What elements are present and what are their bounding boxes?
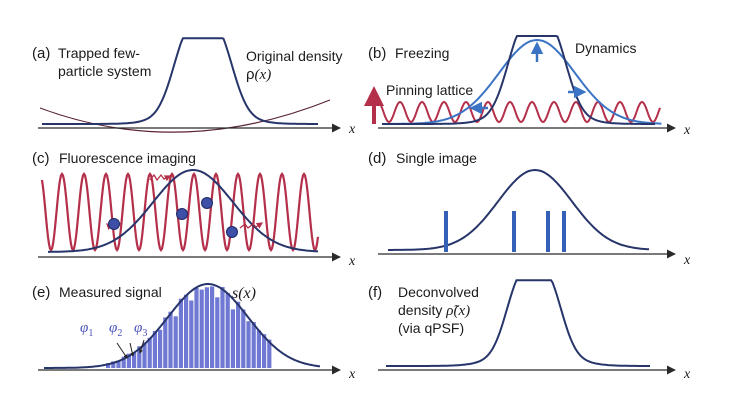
panel-e-histogram-bar — [126, 353, 131, 368]
panel-b: (b) Freezing Dynamics Pinning lattice x — [364, 35, 691, 138]
panel-e-histogram-bar — [194, 288, 199, 368]
panel-c: (c) Fluorescence imaging x — [32, 150, 356, 269]
panel-c-imaging-lattice — [40, 172, 320, 252]
panel-e-histogram-bar — [137, 346, 142, 368]
panel-a-label-line1: Trapped few- — [58, 45, 140, 61]
panel-e-phi-1: φ1 — [80, 320, 93, 339]
panel-a-density-symbol: ρ — [246, 66, 255, 83]
panel-d-label: Single image — [396, 150, 477, 166]
panel-e-histogram-bar — [173, 316, 178, 368]
panel-a-axis-label: x — [348, 122, 356, 137]
panel-c-axis-label: x — [348, 254, 356, 269]
panel-e-histogram-bar — [142, 342, 147, 368]
panel-b-pinning-lattice — [379, 100, 661, 124]
panel-e-phi-3-arrow — [139, 339, 145, 354]
panel-e-histogram-bar — [199, 289, 204, 368]
panel-e-tag: (e) — [32, 284, 50, 301]
panel-e-histogram-bar — [210, 286, 215, 368]
panel-e-histogram-bar — [236, 301, 241, 368]
panel-a-density-formula: ρ(x) — [246, 66, 271, 83]
panel-b-label: Freezing — [395, 45, 449, 61]
panel-e: (e) Measured signal s(x) φ1 φ2 φ3 x — [32, 283, 356, 382]
panel-e-histogram-bar — [121, 356, 126, 368]
panel-e-histogram-bar — [256, 330, 261, 368]
panel-d-detection-marker-2 — [512, 211, 516, 252]
panel-f-axis-label: x — [683, 367, 691, 382]
panel-c-density-curve — [48, 169, 319, 253]
panel-e-signal-curve — [44, 283, 321, 369]
panel-e-histogram-bar — [225, 292, 230, 368]
panel-e-histogram-bar — [106, 363, 111, 368]
panel-e-phi-2-arrow — [129, 342, 135, 357]
panel-b-dynamics-curve — [384, 38, 662, 125]
panel-e-histogram-bar — [204, 287, 209, 368]
panel-e-histogram-bar — [116, 360, 121, 368]
panel-e-histogram-bar — [262, 334, 267, 368]
panel-f-label-line2: density ρ̃(x) — [398, 302, 470, 319]
panel-e-axis-label: x — [348, 367, 356, 382]
panel-c-atom-2 — [176, 208, 188, 220]
panel-d-axis-label: x — [683, 253, 691, 268]
panel-c-atom-4 — [226, 226, 238, 238]
panel-f-density-curve — [386, 279, 650, 367]
panel-d-detection-marker-4 — [562, 211, 566, 252]
panel-e-histogram-bar — [267, 339, 272, 368]
panel-e-histogram-bar — [111, 361, 116, 368]
panel-e-histogram-bar — [132, 352, 137, 368]
panel-e-signal-symbol: s(x) — [232, 285, 256, 302]
panel-d-detection-marker-3 — [546, 211, 550, 252]
panel-f: (f) Deconvolved density ρ̃(x) (via qPSF)… — [368, 279, 691, 382]
panel-f-label-line1: Deconvolved — [398, 284, 479, 300]
panel-e-label: Measured signal — [59, 284, 162, 300]
panel-e-histogram-bar — [147, 337, 152, 368]
panel-c-atom-1 — [108, 218, 120, 230]
panel-e-histogram-bar — [220, 287, 225, 368]
panel-e-phi-1-arrow — [116, 342, 128, 359]
panel-e-histogram-bar — [230, 309, 235, 368]
panel-b-axis-label: x — [683, 123, 691, 138]
panel-d: (d) Single image x — [368, 150, 691, 268]
panel-a-density-arg: (x) — [255, 67, 272, 83]
panel-e-histogram-bar — [184, 294, 189, 368]
panel-c-label: Fluorescence imaging — [59, 150, 196, 166]
panel-e-histogram-bar — [158, 329, 163, 368]
panel-e-histogram-bar — [246, 321, 251, 368]
panel-b-dynamics-label: Dynamics — [575, 40, 636, 56]
panel-e-histogram — [106, 286, 272, 368]
panel-a: (a) Trapped few- particle system Origina… — [32, 37, 356, 137]
panel-e-histogram-bar — [178, 298, 183, 368]
panel-e-phi-3: φ3 — [134, 320, 147, 339]
panel-e-histogram-bar — [168, 311, 173, 368]
panel-e-histogram-bar — [251, 322, 256, 368]
panel-b-tag: (b) — [368, 45, 386, 62]
panel-c-scattered-photon-1 — [149, 173, 172, 182]
panel-f-tag: (f) — [368, 284, 382, 301]
panel-c-atom-3 — [201, 197, 213, 209]
panel-e-histogram-bar — [163, 317, 168, 368]
panel-e-histogram-bar — [241, 309, 246, 368]
panel-a-label-line2: particle system — [58, 63, 151, 79]
panel-b-density-curve — [382, 35, 655, 125]
panel-a-trap-potential — [39, 99, 331, 133]
panel-f-label-line3: (via qPSF) — [398, 320, 464, 336]
panel-c-scattered-photon-3 — [239, 222, 264, 229]
panel-e-phi-2: φ2 — [109, 320, 122, 339]
panel-e-histogram-bar — [215, 297, 220, 368]
panel-c-tag: (c) — [32, 150, 50, 167]
panel-a-density-curve — [42, 37, 318, 125]
panel-a-tag: (a) — [32, 45, 50, 62]
panel-e-histogram-bar — [189, 300, 194, 368]
panel-e-histogram-bar — [152, 331, 157, 368]
panel-d-tag: (d) — [368, 150, 386, 167]
panel-a-density-label: Original density — [246, 48, 343, 64]
panel-b-lattice-label: Pinning lattice — [386, 82, 473, 98]
panel-d-detection-marker-1 — [444, 211, 448, 252]
panel-d-density-curve — [388, 168, 650, 251]
